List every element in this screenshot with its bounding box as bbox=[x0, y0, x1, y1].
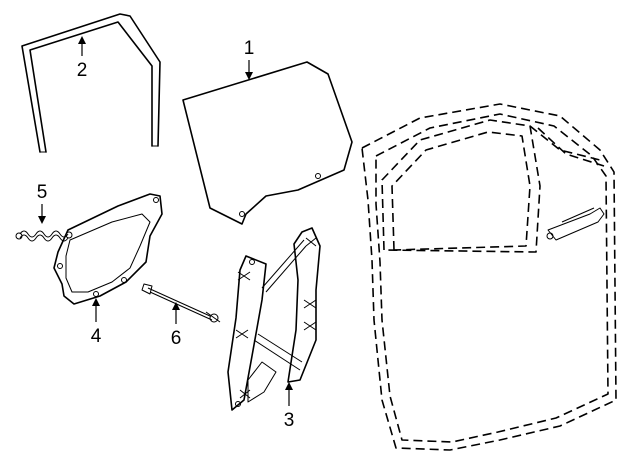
rod-part bbox=[141, 283, 221, 323]
access-cover-part bbox=[53, 193, 163, 305]
callout-number-1: 1 bbox=[244, 38, 255, 59]
callout-number-5: 5 bbox=[37, 182, 48, 203]
callout-2: 2 bbox=[77, 36, 88, 81]
spring-part bbox=[15, 230, 73, 242]
door-handle bbox=[546, 207, 605, 241]
callout-5: 5 bbox=[37, 182, 48, 224]
callout-4: 4 bbox=[91, 298, 102, 347]
callout-number-2: 2 bbox=[77, 60, 88, 81]
callout-number-4: 4 bbox=[91, 326, 102, 347]
door-glass-part bbox=[182, 61, 353, 225]
glass-run-channel-part bbox=[21, 13, 161, 153]
callout-number-6: 6 bbox=[171, 328, 182, 349]
callout-6: 6 bbox=[171, 302, 182, 349]
rear-door-shell bbox=[361, 103, 617, 451]
window-regulator-part bbox=[227, 227, 321, 411]
callout-1: 1 bbox=[244, 38, 255, 80]
callout-number-3: 3 bbox=[284, 410, 295, 431]
callout-3: 3 bbox=[284, 382, 295, 431]
